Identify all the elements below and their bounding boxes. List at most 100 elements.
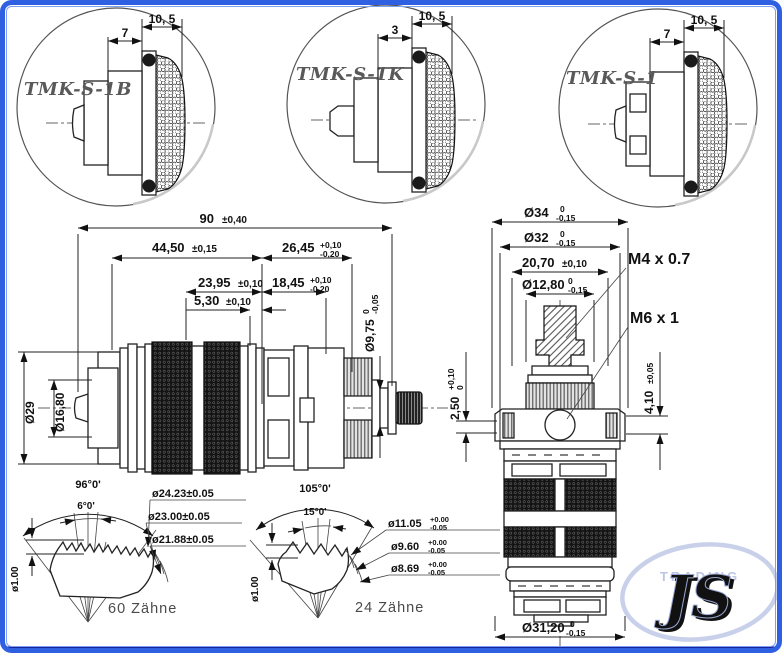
variant-dimensions: 3 10, 5 [377,9,453,74]
dia-outer-tol-dn: -0.05 [430,523,447,532]
bottom-nub [547,621,573,627]
latch-tab [299,397,315,423]
angle-tooth-label: 15°0' [303,507,326,518]
diameter-leaders: ø24.23±0.05 ø23.00±0.05 ø21.88±0.05 [144,488,246,575]
ring [144,343,153,473]
washer-plate [531,365,589,376]
ring [255,347,265,469]
window-lower [267,419,290,459]
shaft-ring [379,387,389,429]
center-rib [554,478,566,512]
teeth-count-label: 24 Zähne [355,600,424,616]
diameter-leaders: ø11.05 +0.00 -0.05 ø9.60 +0.00 -0.05 ø8.… [350,515,500,584]
angle-tooth-label: 6°0' [77,501,95,512]
ring [119,347,129,469]
mesh-filter-dome [155,54,186,193]
dim-1680: Ø16,80 [53,392,67,432]
angle-arc-96 [22,513,154,537]
angle-full-label: 96°0' [75,479,101,491]
dim-1280-tol-dn: -0,15 [568,285,588,295]
angle-full-label: 105°0' [299,483,331,495]
variant-name: TMK-S-1B [24,79,132,100]
dim-a-label: 7 [664,27,671,41]
tooth-depth-label: ø1.00 [10,566,21,592]
cartridge-body [73,341,423,475]
dim-a-label: 3 [392,23,399,37]
dim-2645-tol-dn: -0,20 [320,249,340,259]
dia-pitch-label: ø23.00±0.05 [148,511,210,523]
filter-mesh-band [151,341,193,475]
dim-975-tol-dn: -0,05 [370,294,380,314]
mesh-filter-dome [697,55,728,194]
logo: TRADING JS JS [620,542,780,642]
circle-shadow [674,124,757,207]
splined-shaft-end [395,391,423,425]
dim-3120-tol-dn: -0,15 [566,628,586,638]
window [523,599,561,613]
ribbed-collar-upper [343,357,373,397]
window [511,463,553,477]
gear-detail-60: ø1.00 96°0' 6°0' ø24.23±0.05 ø23.00±0.05… [10,479,246,623]
o-ring-flange [141,50,157,196]
body-block [107,70,143,176]
dim-1280-tol-up: 0 [568,276,573,286]
dim-b-label: 10, 5 [419,9,446,23]
angle-arc-15 [304,525,332,529]
dim-34-tol-up: 0 [560,204,565,214]
dim-410-tol: ±0,05 [645,363,655,384]
side-dimensions: Ø34 0 -0,15 Ø32 0 -0,15 20,70 ±0,10 Ø12,… [446,204,690,641]
plate [499,440,621,450]
o-ring-flange [683,51,699,197]
spacer-ring [191,345,205,471]
o-ring-top [684,54,698,68]
o-ring-bottom [684,180,698,194]
dim-410: 4,10 [642,390,656,414]
dia-root-tol-dn: -0.05 [428,568,445,577]
dim-530-tol: ±0,10 [226,297,251,308]
dim-1280: Ø12,80 [522,277,565,292]
m6-hole [544,409,576,441]
collar-detail [605,412,618,439]
dia-outer-label: ø11.05 [388,518,422,530]
frame-border-highlight [6,6,776,647]
step-block [353,77,379,163]
ribbed-collar-lower [343,419,373,459]
body-block [649,71,685,177]
ring [247,343,257,473]
dim-b-label: 10, 5 [149,12,176,26]
angle-arc-105 [255,508,375,531]
variant-dimensions: 7 10, 5 [107,12,183,77]
nose-nub [71,104,85,142]
dim-2070: 20,70 [522,255,555,270]
variant-name: TMK-S-1 [566,68,658,89]
cap-block [87,367,119,449]
washer-plate [527,374,593,384]
tooth-depth-label: ø1.00 [250,576,261,602]
dim-1845-tol-up: +0,10 [310,275,332,285]
dim-a-label: 7 [122,26,129,40]
dim-b-label: 10, 5 [691,13,718,27]
ribbed-adjuster [525,382,595,410]
dim-250-tol-dn: 0 [455,385,465,390]
o-ring-top [142,53,156,67]
root-dia-arc [159,560,169,583]
dim-32: Ø32 [524,230,549,245]
slot-upper [629,93,647,113]
root-dia-arc [354,563,363,582]
outer-dia-arc [344,548,355,569]
dim-32-tol-dn: -0,15 [556,238,576,248]
window-upper [267,357,290,397]
rounded-plate [505,566,615,582]
dim-overall-tol: ±0,40 [222,215,247,226]
step-plate [513,590,607,598]
circle-shadow [132,123,215,206]
dim-2395-tol: ±0,10 [238,279,263,290]
dim-3120-tol-up: 0 [570,619,575,629]
dia-outer-label: ø24.23±0.05 [152,488,214,500]
m4-leader [565,267,627,339]
dim-1845-tol-dn: -0,20 [310,284,330,294]
o-ring-flange [411,47,427,193]
dim-530: 5,30 [194,293,219,308]
stem-section [535,305,585,368]
